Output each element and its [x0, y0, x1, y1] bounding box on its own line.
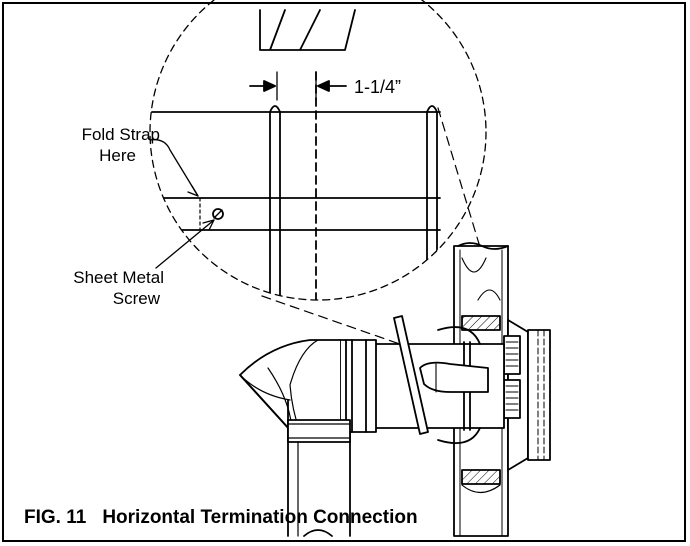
top-fitting: [259, 9, 356, 51]
down-pipe: [287, 399, 351, 537]
sheet-metal-screw-label: Sheet Metal Screw: [24, 267, 164, 309]
fold-strap-arrow: [187, 185, 199, 197]
screw: [212, 208, 224, 220]
detail-contents: [150, 9, 441, 300]
elbow: [239, 339, 341, 433]
fold-strap-line1: Fold Strap: [81, 125, 160, 144]
screw-label-line1: Sheet Metal: [73, 268, 164, 287]
fold-strap-leader: [149, 139, 199, 197]
figure-title: Horizontal Termination Connection: [102, 507, 418, 528]
screw-arrow: [202, 219, 215, 231]
figure-number: FIG. 11: [24, 507, 87, 528]
left-rib: [269, 105, 281, 300]
strap: [419, 361, 489, 393]
detail-circle: [149, 0, 487, 301]
termination-assembly: [239, 242, 551, 537]
fold-strap-line2: Here: [99, 146, 136, 165]
screw-leader: [155, 219, 215, 269]
fold-strap-label: Fold Strap Here: [28, 124, 160, 166]
horizontal-pipe: [369, 326, 505, 444]
right-rib: [426, 105, 438, 300]
dimension-1-1-4: [249, 71, 347, 101]
pipe-couplings: [339, 339, 377, 433]
vent-terminal: [503, 319, 551, 471]
dimension-label: 1-1/4”: [354, 77, 402, 97]
callout-leaders: [149, 139, 215, 269]
screw-label-line2: Screw: [112, 289, 160, 308]
figure-caption: FIG. 11 Horizontal Termination Connection: [24, 507, 418, 529]
angled-flange: [393, 315, 429, 435]
